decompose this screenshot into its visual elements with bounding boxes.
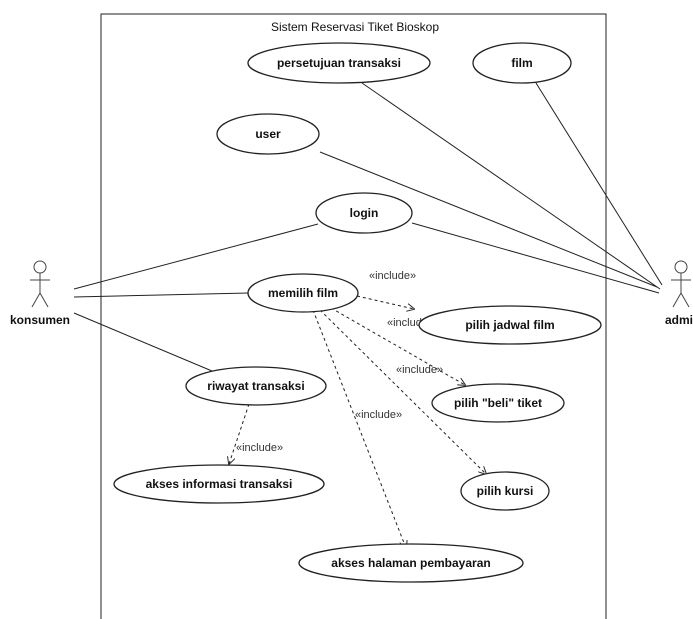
use-case-login[interactable]: login <box>315 192 413 234</box>
assoc-admin-user <box>319 151 658 288</box>
include-arrow-beli-tiket <box>330 307 465 385</box>
include-label-jadwal: «include» <box>369 270 416 282</box>
include-label-beli-tiket: «include» <box>396 364 443 376</box>
use-case-label: persetujuan transaksi <box>277 56 401 70</box>
actor-figure-icon <box>671 260 691 308</box>
use-case-label: login <box>350 206 379 220</box>
use-case-pilih-beli-tiket[interactable]: pilih "beli" tiket <box>431 383 565 423</box>
assoc-admin-persetujuan-transaksi <box>361 82 661 290</box>
use-case-akses-halaman-pembayaran[interactable]: akses halaman pembayaran <box>298 543 524 583</box>
include-arrow-pembayaran <box>312 309 406 548</box>
assoc-admin-login <box>411 222 660 294</box>
assoc-admin-film <box>535 82 663 286</box>
actor-admin[interactable]: admin <box>665 260 693 327</box>
assoc-konsumen-memilih-film <box>73 292 250 298</box>
assoc-konsumen-riwayat-transaksi <box>73 312 213 372</box>
actor-figure-icon <box>30 260 50 308</box>
include-arrow-kursi <box>319 309 486 474</box>
use-case-label: memilih film <box>268 286 338 300</box>
use-case-label: user <box>255 127 281 141</box>
use-case-label: akses halaman pembayaran <box>331 556 490 570</box>
use-case-persetujuan-transaksi[interactable]: persetujuan transaksi <box>247 42 431 84</box>
use-case-pilih-kursi[interactable]: pilih kursi <box>460 471 550 511</box>
use-case-label: pilih jadwal film <box>465 318 554 332</box>
include-label-informasi: «include» <box>236 442 283 454</box>
use-case-film[interactable]: film <box>472 42 572 84</box>
use-case-pilih-jadwal-film[interactable]: pilih jadwal film <box>418 305 602 345</box>
use-case-label: akses informasi transaksi <box>146 477 293 491</box>
use-case-label: pilih kursi <box>477 484 534 498</box>
use-case-akses-informasi-transaksi[interactable]: akses informasi transaksi <box>113 464 325 504</box>
use-case-riwayat-transaksi[interactable]: riwayat transaksi <box>185 366 327 406</box>
actor-label: admin <box>665 313 693 327</box>
use-case-user[interactable]: user <box>216 113 320 155</box>
include-arrow-jadwal <box>356 295 414 309</box>
use-case-memilih-film[interactable]: memilih film <box>247 273 359 313</box>
use-case-label: riwayat transaksi <box>207 379 304 393</box>
use-case-label: pilih "beli" tiket <box>454 396 542 410</box>
include-arrow-informasi <box>229 403 250 464</box>
assoc-konsumen-login <box>73 223 319 290</box>
include-label-pembayaran: «include» <box>355 409 402 421</box>
system-title: Sistem Reservasi Tiket Bioskop <box>271 20 439 34</box>
actor-label: konsumen <box>10 313 70 327</box>
actor-konsumen[interactable]: konsumen <box>10 260 70 327</box>
use-case-label: film <box>511 56 532 70</box>
